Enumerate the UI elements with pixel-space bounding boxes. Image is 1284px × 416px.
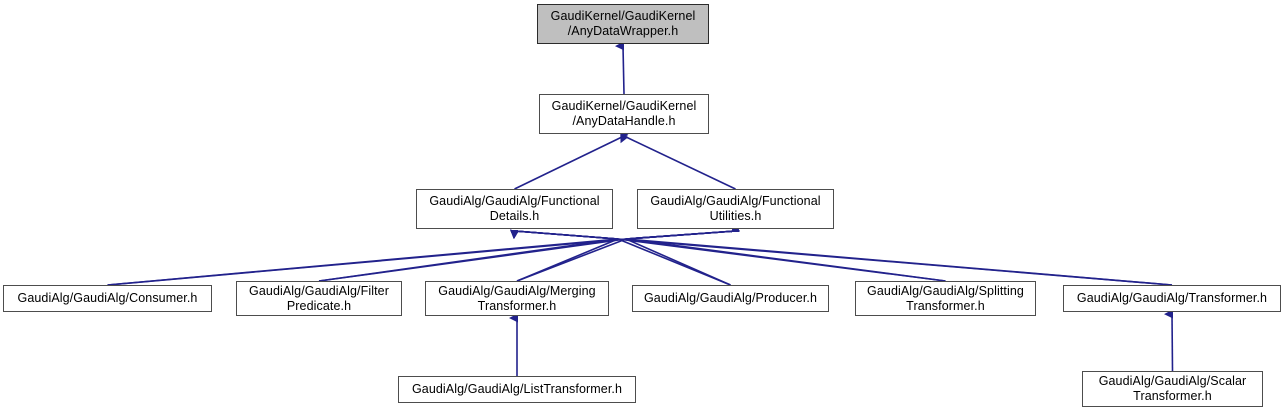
node-label-filter-predicate: GaudiAlg/GaudiAlg/Filter Predicate.h: [249, 283, 389, 313]
edge-consumer-to-functional-details: [107, 229, 619, 286]
node-producer[interactable]: GaudiAlg/GaudiAlg/Producer.h: [632, 285, 829, 312]
node-label-scalar-transformer: GaudiAlg/GaudiAlg/Scalar Transformer.h: [1098, 374, 1247, 403]
node-scalar-transformer[interactable]: GaudiAlg/GaudiAlg/Scalar Transformer.h: [1082, 371, 1263, 407]
edge-filter-predicate-to-functional-details: [318, 229, 619, 282]
edge-splitting-transformer-to-functional-utilities: [625, 223, 946, 282]
node-label-list-transformer: GaudiAlg/GaudiAlg/ListTransformer.h: [411, 382, 623, 396]
edge-filter-predicate-to-functional-utilities: [318, 223, 741, 282]
node-transformer[interactable]: GaudiAlg/GaudiAlg/Transformer.h: [1063, 285, 1281, 312]
node-merging-transformer[interactable]: GaudiAlg/GaudiAlg/Merging Transformer.h: [425, 281, 609, 316]
node-any-data-handle[interactable]: GaudiKernel/GaudiKernel /AnyDataHandle.h: [539, 94, 709, 134]
node-label-any-data-wrapper: GaudiKernel/GaudiKernel /AnyDataWrapper.…: [550, 9, 696, 38]
edge-functional-details-to-any-data-handle: [514, 128, 629, 190]
node-functional-details[interactable]: GaudiAlg/GaudiAlg/Functional Details.h: [416, 189, 613, 229]
edge-producer-to-functional-utilities: [625, 223, 741, 286]
node-label-producer: GaudiAlg/GaudiAlg/Producer.h: [643, 291, 818, 305]
node-consumer[interactable]: GaudiAlg/GaudiAlg/Consumer.h: [3, 285, 212, 312]
node-label-any-data-handle: GaudiKernel/GaudiKernel /AnyDataHandle.h: [551, 99, 697, 128]
node-label-splitting-transformer: GaudiAlg/GaudiAlg/Splitting Transformer.…: [867, 283, 1024, 313]
node-filter-predicate[interactable]: GaudiAlg/GaudiAlg/Filter Predicate.h: [236, 281, 402, 316]
edge-transformer-to-functional-utilities: [625, 223, 1173, 286]
edge-scalar-transformer-to-transformer: [1164, 309, 1174, 372]
node-label-functional-details: GaudiAlg/GaudiAlg/Functional Details.h: [429, 194, 600, 223]
edge-any-data-handle-to-any-data-wrapper: [615, 41, 625, 95]
node-any-data-wrapper[interactable]: GaudiKernel/GaudiKernel /AnyDataWrapper.…: [537, 4, 709, 44]
edge-functional-utilities-to-any-data-handle: [620, 133, 736, 190]
node-label-merging-transformer: GaudiAlg/GaudiAlg/Merging Transformer.h: [438, 283, 596, 313]
node-label-functional-utilities: GaudiAlg/GaudiAlg/Functional Utilities.h: [650, 194, 821, 223]
node-label-consumer: GaudiAlg/GaudiAlg/Consumer.h: [17, 291, 198, 305]
node-splitting-transformer[interactable]: GaudiAlg/GaudiAlg/Splitting Transformer.…: [855, 281, 1036, 316]
node-list-transformer[interactable]: GaudiAlg/GaudiAlg/ListTransformer.h: [398, 376, 636, 403]
edge-consumer-to-functional-utilities: [107, 223, 741, 286]
node-label-transformer: GaudiAlg/GaudiAlg/Transformer.h: [1076, 291, 1268, 305]
node-functional-utilities[interactable]: GaudiAlg/GaudiAlg/Functional Utilities.h: [637, 189, 834, 229]
